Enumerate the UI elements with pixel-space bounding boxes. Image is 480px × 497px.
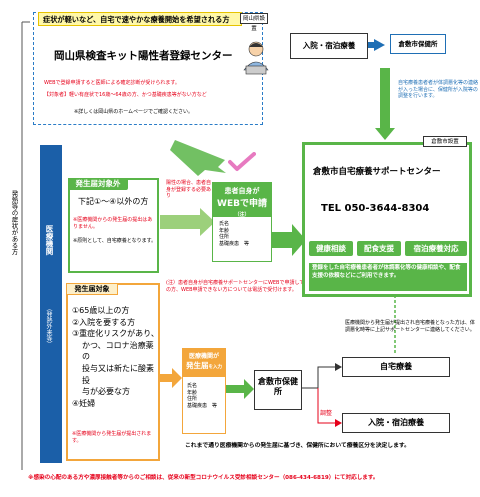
support-center-tel: TEL 050-3644-8304 [321,203,430,214]
person-laptop-icon [243,41,269,75]
adjust-label: 調整 [320,410,333,417]
field-item: 年齢 [187,389,198,396]
top-line2: 【対象者】軽い有症状で16歳～64歳の方、かつ基礎疾患等がない方など [44,92,207,98]
okayama-center-panel: 症状が軽いなど、自宅で速やかな療養開始を希望される方 岡山県検査キット陽性者登録… [33,12,263,125]
field-item: 住所 [219,234,230,240]
okayama-center-title: 岡山県検査キット陽性者登録センター [54,50,233,62]
outside-note2: ※原則として、自宅療養となります。 [73,238,157,244]
web-apply-header: 患者自身が WEBで申請 （注） [213,183,271,219]
medical-sublabel: （発熱外来等） [45,305,52,347]
outside-lead: 下記①～④以外の方 [78,197,149,206]
left-symptom-label: 発熱等の症状がある方 [10,190,18,255]
service-lodging: 宿泊療養対応 [405,241,467,256]
notify-title-text: 発生届 [186,361,209,370]
field-item: 氏名 [187,383,198,389]
target-item: ③重症化リスクがあり、 [72,329,159,339]
support-center-note: 登録をした自宅療養患者者が体調悪化等の健康相談や、配食支援の依頼などにご利用でき… [309,263,467,291]
web-apply-fields: 氏名 年齢 住所 基礎疾患 等 [219,221,271,247]
home-care-box: 自宅療養 [342,357,450,377]
top-line3: ※詳しくは岡山県のホームページでご確認ください。 [74,109,193,115]
target-note: ※医療機関から発生届が提出されます。 [72,431,152,444]
support-center-title: 倉敷市自宅療養サポートセンター [313,167,441,177]
footer-note: ※感染の心配のある方や濃厚接触者等からのご相談は、従来の新型コロナウイルス受診相… [28,475,379,481]
medical-label: 医療機関 [45,225,54,255]
web-apply-title-text: WEBで申請 [217,199,267,209]
web-apply-suffix: （注） [234,212,250,218]
top-banner: 症状が軽いなど、自宅で速やかな療養開始を希望される方 [38,12,242,26]
center-info: 医療機関から発生届が提出され自宅療養となった方は、体調悪化時等に上記サポートセン… [345,320,475,333]
notify-title: 発生届を入力 [183,360,225,371]
target-item: ①65歳以上の方 [72,306,130,315]
field-item: 年齢 [219,227,230,234]
field-item: 氏名 [219,221,230,227]
service-meal: 配食支援 [357,241,401,256]
target-item: かつ、コロナ治療薬の [82,340,154,362]
field-item: 基礎疾患 等 [187,402,218,409]
field-item: 住所 [187,396,198,402]
support-center-tag: 倉敷市設置 [423,136,467,147]
support-center-box: 倉敷市設置 倉敷市自宅療養サポートセンター TEL 050-3644-8304 … [302,136,472,297]
medical-bar: 医療機関 （発熱外来等） [40,145,62,463]
target-box: 発生届対象 ①65歳以上の方 ②入院を要する方 ③重症化リスクがあり、 かつ、コ… [66,283,160,461]
notify-header: 医療機関が 発生届を入力 [183,349,225,377]
target-item: 投与又は新たに酸素投 [82,363,154,385]
notify-fields: 氏名 年齢 住所 基礎疾患 等 [187,383,227,409]
checkmark-icon [228,152,256,171]
target-item: 与が必要な方 [82,387,130,397]
web-apply-who: 患者自身が [224,187,260,195]
outside-target-box: 発生届対象外 下記①～④以外の方 ※医療機関からの発生届の提出はありません。 ※… [68,178,159,273]
field-item: 基礎疾患 等 [219,240,250,247]
notify-suffix: を入力 [208,365,223,370]
target-header: 発生届対象 [66,283,118,295]
target-item: ④妊婦 [72,398,96,408]
hospital-top-box: 入院・宿泊療養 [290,33,368,59]
web-apply-title: WEBで申請 （注） [213,196,271,219]
hospital-bottom-box: 入院・宿泊療養 [342,413,450,433]
top-line1: WEBで登録申請すると医師による確定診断が受けられます。 [44,80,180,86]
footnote: (注）患者自身が自宅療養サポートセンターにWEBで申請してください。至急の方、W… [166,280,340,293]
notify-box: 医療機関が 発生届を入力 氏名 年齢 住所 基礎疾患 等 [182,348,226,434]
okayama-tag: 岡山県設置 [240,13,268,32]
right-note: 自宅療養患者者が体調悪化等の連絡が入った場合に、保健所が入院等の調整を行います。 [398,80,479,99]
outside-header: 発生届対象外 [68,178,128,190]
bottom-note: これまで通り医療機関からの発生届に基づき、保健所において療養区分を決定します。 [185,443,410,449]
target-list: ①65歳以上の方 ②入院を要する方 ③重症化リスクがあり、 かつ、コロナ治療薬の… [72,305,160,409]
outside-note1: ※医療機関からの発生届の提出はありません。 [73,217,153,230]
arrow-note: 陽性の場合、患者自身が登録する必要あり [166,180,212,199]
kurashiki-hc-box: 倉敷市保健所 [254,370,302,410]
notify-who: 医療機関が [188,353,219,360]
web-apply-box: 患者自身が WEBで申請 （注） 氏名 年齢 住所 基礎疾患 等 [212,182,272,262]
kurashiki-hc-top-box: 倉敷市保健所 [390,34,446,54]
target-item: ②入院を要する方 [72,317,136,327]
service-health: 健康相談 [309,241,353,256]
